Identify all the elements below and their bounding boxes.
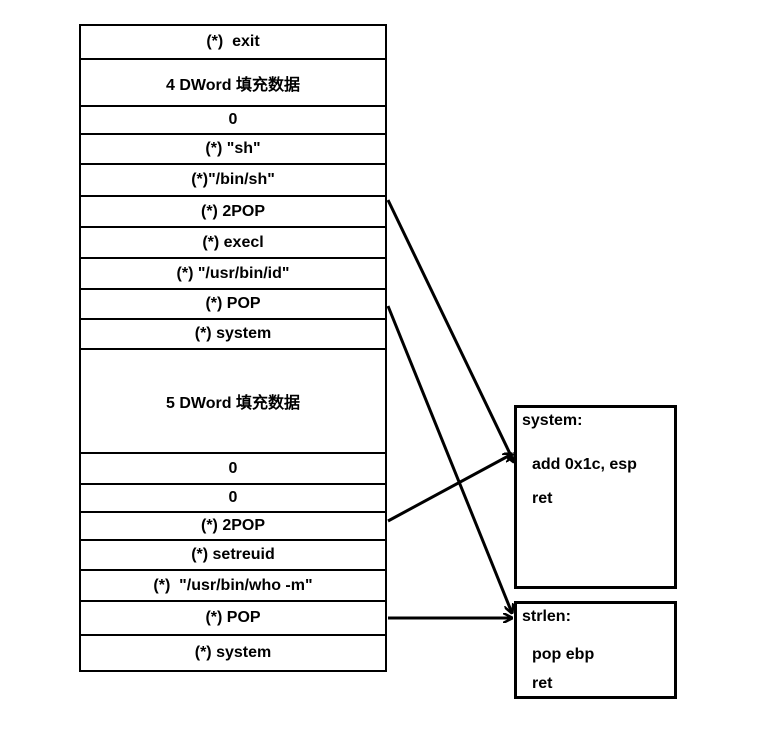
stack-cell-system: (*) system [79,634,387,672]
system-gadget-line: add 0x1c, esp [532,456,637,473]
strlen-gadget-title: strlen: [522,608,571,625]
strlen-gadget-line: pop ebp [532,646,595,663]
system-gadget-title: system: [522,412,583,429]
arrow-2pop-to-system [387,454,512,523]
arrow-pop-to-strlen [386,305,512,613]
strlen-gadget-box: strlen: pop ebp ret [514,601,677,699]
system-gadget-box: system: add 0x1c, esp ret [514,405,677,589]
system-gadget-line: ret [532,490,553,507]
arrow-2pop-to-system [386,199,514,462]
strlen-gadget-line: ret [532,675,553,692]
